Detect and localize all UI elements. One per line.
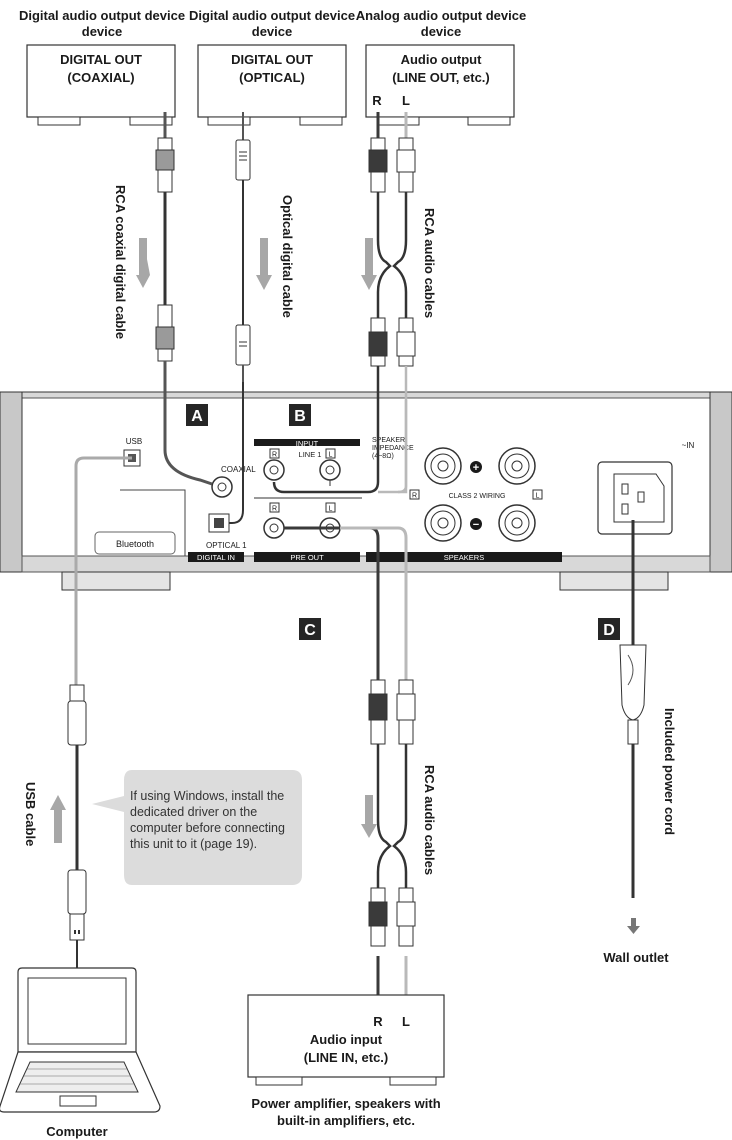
amplifier-line2: (LINE IN, etc.) — [304, 1050, 389, 1065]
coaxial-jack-label: COAXIAL — [221, 465, 256, 474]
amplifier-caption2: built-in amplifiers, etc. — [277, 1113, 415, 1128]
analog-source-device: Analog audio output device device Audio … — [356, 8, 526, 126]
unit-rear-panel: USB Bluetooth COAXIAL OPTICAL 1 DIGITAL … — [0, 391, 732, 591]
svg-text:(4~8Ω): (4~8Ω) — [372, 453, 394, 460]
minus-terminal-label: − — [473, 519, 479, 531]
speaker-impedance-label: SPEAKER — [372, 437, 405, 444]
marker-a: A — [186, 404, 208, 426]
analog-source-heading: Analog audio output device — [356, 8, 526, 23]
rca-input-cables — [368, 112, 416, 367]
optical-cable — [235, 112, 251, 382]
optical-source-line1: DIGITAL OUT — [231, 52, 313, 67]
marker-c: C — [299, 618, 321, 640]
class2-wiring-label: CLASS 2 WIRING — [449, 493, 506, 500]
laptop-icon — [0, 967, 161, 1113]
analog-source-line2: (LINE OUT, etc.) — [392, 70, 490, 85]
svg-text:R: R — [272, 506, 277, 513]
optical-source-device: Digital audio output device device DIGIT… — [189, 8, 355, 126]
analog-source-l-label: L — [402, 93, 410, 108]
usb-cable-label: USB cable — [23, 782, 38, 846]
coaxial-source-line2: (COAXIAL) — [67, 70, 134, 85]
pre-out-label: PRE OUT — [290, 553, 324, 562]
power-cord-label: Included power cord — [662, 708, 677, 835]
computer-caption: Computer — [46, 1124, 107, 1139]
optical-jack-label: OPTICAL 1 — [206, 541, 247, 550]
usb-cable — [67, 684, 87, 968]
coaxial-cable — [155, 112, 175, 380]
coaxial-cable-label: RCA coaxial digital cable — [113, 185, 128, 339]
svg-text:C: C — [304, 622, 316, 639]
input-section-label: INPUT — [296, 439, 319, 448]
optical-source-line2: (OPTICAL) — [239, 70, 305, 85]
note-callout: If using Windows, install the dedicated … — [92, 770, 302, 885]
usb-port-label: USB — [126, 437, 142, 446]
amplifier-l-label: L — [402, 1014, 410, 1029]
svg-text:L: L — [536, 493, 540, 500]
svg-text:A: A — [191, 408, 203, 425]
svg-text:device: device — [82, 24, 122, 39]
svg-text:R: R — [272, 452, 277, 459]
down-arrow-coaxial-icon — [136, 238, 150, 288]
down-arrow-optical-icon — [256, 238, 272, 290]
rca-output-cables — [368, 679, 416, 995]
svg-text:IMPEDANCE: IMPEDANCE — [372, 445, 414, 452]
amplifier-device: R L Audio input (LINE IN, etc.) Power am… — [247, 994, 445, 1128]
amplifier-line1: Audio input — [310, 1032, 383, 1047]
optical-source-heading: Digital audio output device — [189, 8, 355, 23]
wall-outlet-label: Wall outlet — [603, 950, 669, 965]
speaker-terminals: + − — [424, 447, 536, 542]
svg-text:device: device — [252, 24, 292, 39]
svg-text:device: device — [421, 24, 461, 39]
line1-label: LINE 1 — [299, 450, 322, 459]
analog-source-r-label: R — [372, 93, 382, 108]
speakers-label: SPEAKERS — [444, 553, 484, 562]
digital-in-label: DIGITAL IN — [197, 553, 235, 562]
rca-output-cable-label: RCA audio cables — [422, 765, 437, 875]
bluetooth-label: Bluetooth — [116, 539, 154, 549]
marker-d: D — [598, 618, 620, 640]
down-arrow-rca-output-icon — [361, 795, 377, 838]
coaxial-source-device: Digital audio output device device DIGIT… — [19, 8, 185, 126]
svg-text:D: D — [603, 622, 615, 639]
up-arrow-usb-icon — [50, 795, 66, 843]
down-arrow-power-icon — [627, 918, 640, 934]
svg-text:B: B — [294, 408, 306, 425]
coaxial-source-heading: Digital audio output device — [19, 8, 185, 23]
svg-text:L: L — [329, 452, 333, 459]
power-cord — [619, 644, 647, 898]
amplifier-caption1: Power amplifier, speakers with — [251, 1096, 440, 1111]
plus-terminal-label: + — [473, 462, 479, 474]
optical-cable-label: Optical digital cable — [280, 195, 295, 318]
coaxial-source-line1: DIGITAL OUT — [60, 52, 142, 67]
svg-text:L: L — [329, 506, 333, 513]
down-arrow-rca-input-icon — [361, 238, 377, 290]
svg-text:R: R — [412, 493, 417, 500]
amplifier-r-label: R — [373, 1014, 383, 1029]
note-text: If using Windows, install the dedicated … — [130, 789, 285, 851]
analog-source-line1: Audio output — [401, 52, 483, 67]
marker-b: B — [289, 404, 311, 426]
ac-in-label: ~IN — [682, 441, 695, 450]
rca-input-cable-label: RCA audio cables — [422, 208, 437, 318]
